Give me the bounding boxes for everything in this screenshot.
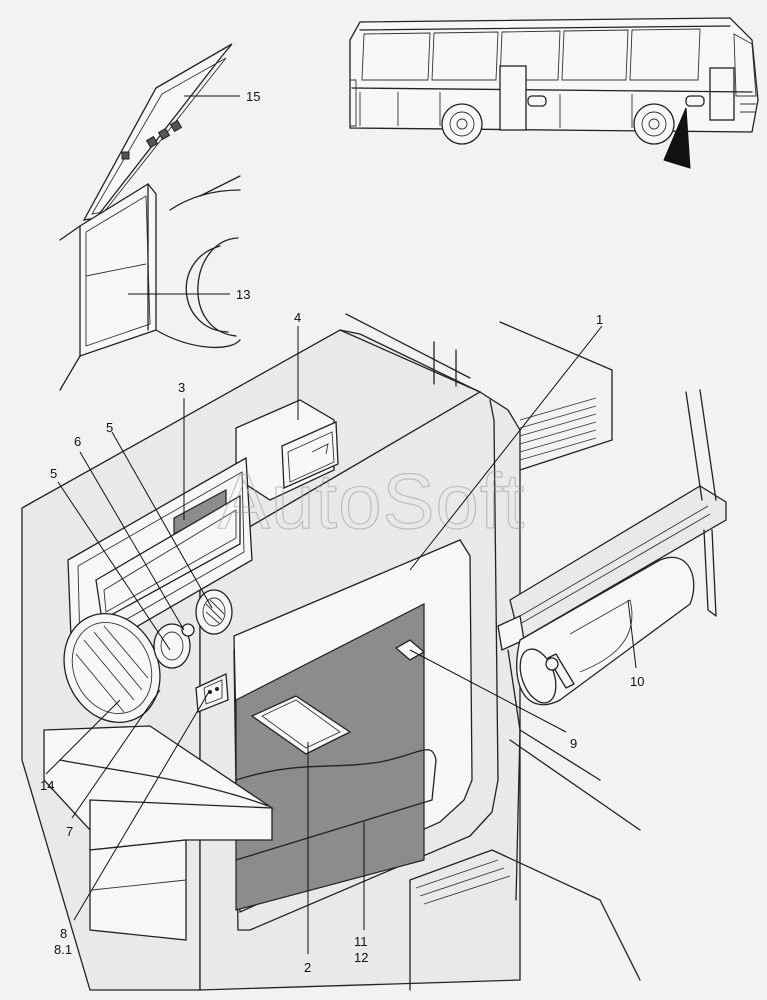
side-hatch-view xyxy=(59,43,241,391)
callout-14: 14 xyxy=(40,778,54,793)
callout-7: 7 xyxy=(66,824,73,839)
callout-15: 15 xyxy=(246,89,260,104)
callout-2: 2 xyxy=(304,960,311,975)
callout-5-right: 5 xyxy=(106,420,113,435)
callout-labels: 1 2 3 4 5 5 6 7 8 8.1 9 10 11 12 13 14 1… xyxy=(40,89,644,975)
callout-11: 11 xyxy=(354,934,368,949)
callout-1: 1 xyxy=(596,312,603,327)
callout-6: 6 xyxy=(74,434,81,449)
adjacent-compartment xyxy=(497,321,727,901)
callout-4: 4 xyxy=(294,310,301,325)
callout-3: 3 xyxy=(178,380,185,395)
bus-overview xyxy=(349,17,759,169)
location-arrow-icon xyxy=(663,107,691,169)
callout-9: 9 xyxy=(570,736,577,751)
leader-lines xyxy=(45,95,637,954)
callout-12: 12 xyxy=(354,950,368,965)
callout-8: 8 xyxy=(60,926,67,941)
watermark-text: AutoSoft xyxy=(218,457,525,545)
callout-13: 13 xyxy=(236,287,250,302)
callout-10: 10 xyxy=(630,674,644,689)
callout-5-left: 5 xyxy=(50,466,57,481)
service-compartment xyxy=(21,313,641,991)
callout-8-1: 8.1 xyxy=(54,942,72,957)
